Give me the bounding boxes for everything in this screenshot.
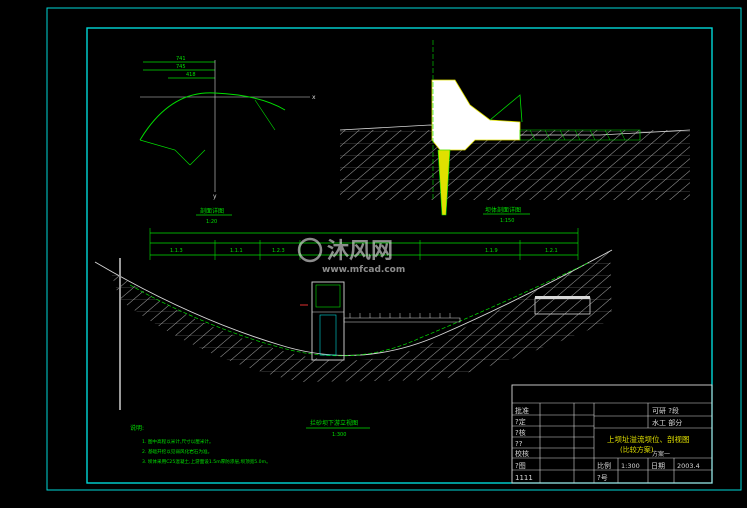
segment-label-4: 1.1.9	[485, 248, 498, 254]
note-3: 3. 坝体采用C25混凝土,上游面设1.5m厚防渗层,坝顶宽5.0m。	[142, 458, 271, 465]
segment-label-1: 1.1.3	[170, 248, 183, 254]
rock-mass	[110, 250, 612, 382]
tb-drawing-title-1: 上坝址溢流坝位、剖视图	[607, 434, 690, 444]
y-axis-label: y	[213, 193, 217, 200]
tb-part: 水工 部分	[652, 418, 682, 427]
segment-label-3: 1.2.3	[272, 248, 285, 254]
watermark-url: www.mfcad.com	[322, 265, 405, 275]
profile-title: 剖面详图	[200, 207, 224, 215]
intake-tower	[311, 281, 345, 361]
watermark-logo	[297, 237, 323, 263]
profile-scale: 1:20	[206, 219, 217, 225]
tb-left-row-7: 1111	[515, 474, 533, 482]
deck-railing	[349, 313, 451, 318]
note-2: 2. 基础开挖以见弱风化岩石为准。	[142, 448, 212, 455]
tb-left-row-4: ??	[515, 440, 523, 448]
outer-frame	[46, 7, 742, 491]
tb-left-row-3: ?核	[515, 428, 526, 437]
longitudinal-view: 1.1.3 1.1.1 1.2.3 1.1.9 1.2.1 拦砂坝下游立视图 1…	[94, 228, 613, 438]
tb-drawing-title-2: (比较方案)	[620, 445, 654, 454]
dam-section: 坝体剖面详图 1:150	[339, 40, 691, 224]
tb-sheet-label: ?号	[597, 474, 608, 482]
rock-hatch-top	[340, 130, 690, 200]
tb-date-value: 2003.4	[677, 462, 700, 470]
segment-label-2: 1.1.1	[230, 248, 243, 254]
tb-scale-value: 1:300	[621, 462, 640, 470]
tb-scale-label: 比例	[597, 461, 611, 470]
radius-lines	[139, 139, 206, 166]
notes-heading: 说明:	[130, 424, 144, 432]
dim-label-1: 741	[176, 56, 186, 62]
segment-label-5: 1.2.1	[545, 248, 558, 254]
foundation-pile	[437, 149, 451, 216]
title-block-frame	[511, 384, 713, 484]
tb-left-row-2: ?定	[515, 417, 526, 426]
spillway-deck	[343, 317, 461, 323]
longitudinal-title: 拦砂坝下游立视图	[310, 419, 358, 427]
abutment-top	[535, 296, 590, 299]
downstream-apron	[519, 129, 641, 141]
watermark: 沐风网 www.mfcad.com	[297, 237, 405, 275]
x-axis-label: x	[312, 94, 316, 101]
tb-left-row-6: ?图	[515, 462, 526, 470]
dim-label-2: 745	[176, 64, 186, 70]
title-block: 批准 ?定 ?核 ?? 校核 ?图 1111 可研 ?段 水工 部分 上坝址溢流…	[511, 384, 713, 484]
tower-top	[315, 284, 341, 308]
inner-frame	[86, 27, 713, 484]
tower-shaft	[319, 314, 337, 356]
notes: 说明: 1. 图中高程以米计,尺寸以厘米计。 2. 基础开挖以见弱风化岩石为准。…	[130, 424, 271, 465]
apron-hatch	[529, 129, 626, 141]
excavation-line	[129, 261, 591, 357]
tb-stage: 可研 ?段	[652, 406, 679, 415]
dam-body	[431, 79, 521, 151]
dim-label-3: 418	[186, 72, 196, 78]
note-1: 1. 图中高程以米计,尺寸以厘米计。	[142, 438, 214, 445]
dam-section-scale: 1:150	[500, 218, 514, 224]
profile-view: 741 745 418 x y 剖面详图 1:20	[139, 56, 316, 225]
dam-section-title: 坝体剖面详图	[485, 206, 521, 214]
tb-drawing-title-3: 方案一	[652, 450, 670, 458]
tb-date-label: 日期	[651, 462, 665, 470]
tb-left-row-1: 批准	[515, 406, 529, 415]
leader-line	[254, 99, 276, 131]
dam-spillway	[489, 94, 523, 123]
longitudinal-scale: 1:300	[332, 432, 346, 438]
crest-curve	[139, 92, 286, 141]
tb-left-row-5: 校核	[515, 449, 529, 458]
watermark-brand: 沐风网	[327, 239, 393, 264]
